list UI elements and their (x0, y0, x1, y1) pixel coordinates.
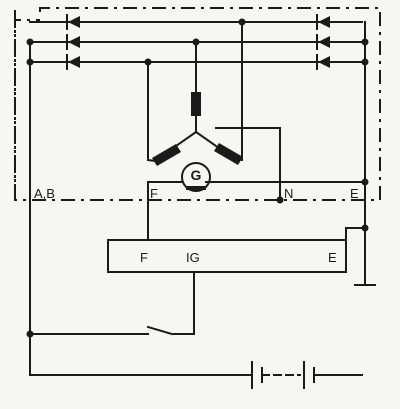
diode-icon (66, 54, 80, 70)
winding-icon (191, 92, 201, 116)
terminal-ab-label: A,B (34, 186, 55, 201)
generator-icon: G (181, 162, 211, 192)
winding-icon (214, 143, 243, 165)
diode-icon (316, 14, 330, 30)
alternator-housing-outline (14, 7, 381, 201)
regulator-ig-label: IG (186, 250, 200, 265)
battery-icon (251, 361, 363, 389)
diode-icon (66, 34, 80, 50)
generator-label: G (191, 167, 202, 183)
winding-icon (152, 144, 181, 166)
terminal-e-upper-label: E (350, 186, 359, 201)
diode-icon (66, 14, 80, 30)
terminal-f-upper-label: F (150, 186, 158, 201)
regulator-e-label: E (328, 250, 337, 265)
terminal-n-label: N (284, 186, 293, 201)
stator-windings (146, 21, 284, 204)
regulator-box: F IG E (107, 239, 347, 273)
diode-icon (316, 54, 330, 70)
diode-icon (316, 34, 330, 50)
ignition-switch-icon (26, 325, 174, 338)
regulator-f-label: F (140, 250, 148, 265)
rectifier-bridge (26, 14, 369, 376)
